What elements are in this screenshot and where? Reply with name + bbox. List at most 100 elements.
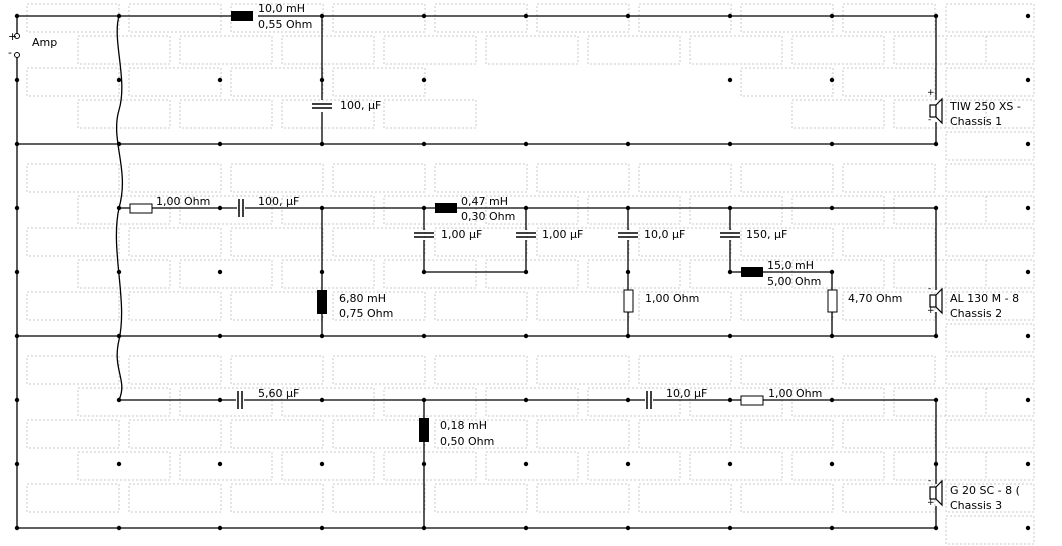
junction-dot (116, 397, 122, 403)
grid-cell (77, 195, 171, 225)
l3-value: 15,0 mH (767, 259, 814, 272)
junction-dot (116, 333, 122, 339)
c6-value: 150, µF (746, 228, 787, 241)
junction-dot (14, 141, 20, 147)
grid-cell (383, 387, 477, 417)
speaker-cone (935, 287, 943, 315)
grid-cell (638, 483, 732, 513)
grid-cell (128, 355, 222, 385)
grid-cell (26, 227, 120, 257)
junction-dot (1025, 525, 1031, 531)
grid-cell (26, 3, 120, 33)
speaker-3-top-sign: - (928, 476, 931, 486)
grid-cell (536, 291, 630, 321)
grid-cell (842, 67, 936, 97)
speaker-1-icon (929, 97, 943, 125)
grid-cell (945, 483, 1035, 513)
grid-cell (740, 67, 834, 97)
amp-terminals[interactable]: + - Amp (8, 30, 57, 59)
grid-cell (893, 259, 987, 289)
grid-cell (26, 163, 120, 193)
grid-cell (842, 483, 936, 513)
grid-cell (638, 291, 732, 321)
grid-cell (332, 163, 426, 193)
junction-dot (727, 525, 733, 531)
r3-value: 4,70 Ohm (848, 292, 902, 305)
junction-dot (625, 269, 631, 275)
junction-dot (933, 333, 939, 339)
grid-cell (893, 195, 987, 225)
grid-cell (281, 451, 375, 481)
c1-value: 100, µF (340, 99, 381, 112)
grid-cell (842, 227, 936, 257)
l2-resistance: 0,30 Ohm (461, 210, 515, 223)
junction-dot (727, 333, 733, 339)
grid-cell (689, 35, 783, 65)
junction-dot (829, 205, 835, 211)
junction-dot (421, 141, 427, 147)
junction-dot (217, 525, 223, 531)
c8-value: 10,0 µF (666, 387, 707, 400)
junction-dot (14, 13, 20, 19)
speaker-3-bottom-sign: + (927, 498, 935, 508)
junction-dot (829, 333, 835, 339)
grid-cell (434, 3, 528, 33)
junction-dot (933, 397, 939, 403)
r4-resistor (740, 395, 764, 406)
junction-dot (421, 13, 427, 19)
junction-dot (625, 205, 631, 211)
grid-cell (281, 99, 375, 129)
grid-cell (791, 99, 885, 129)
grid-cell (179, 259, 273, 289)
grid-cell (485, 259, 579, 289)
grid-cell (485, 451, 579, 481)
grid-cell (587, 451, 681, 481)
grid-cell (740, 163, 834, 193)
grid-cell (26, 483, 120, 513)
speaker-cone (935, 479, 943, 507)
speaker-1-model: TIW 250 XS - (949, 100, 1021, 113)
c7-capacitor (237, 391, 243, 409)
grid-cell (842, 419, 936, 449)
junction-dot (421, 205, 427, 211)
junction-dot (1025, 77, 1031, 83)
junction-dot (625, 141, 631, 147)
junction-dot (217, 77, 223, 83)
junction-dot (319, 269, 325, 275)
wire-gap (236, 392, 244, 408)
l4-resistance: 0,75 Ohm (339, 307, 393, 320)
junction-dot (217, 461, 223, 467)
c1-capacitor (312, 103, 332, 109)
grid-cell (945, 291, 1035, 321)
grid-cell (128, 291, 222, 321)
grid-cell (434, 355, 528, 385)
wire-gap (645, 392, 653, 408)
grid-cell (230, 227, 324, 257)
grid-cell (638, 419, 732, 449)
junction-dot (625, 333, 631, 339)
junction-dot (116, 525, 122, 531)
junction-dot (14, 269, 20, 275)
c4-capacitor (516, 232, 536, 238)
grid-cell (332, 291, 426, 321)
junction-dot (523, 525, 529, 531)
grid-cell (893, 35, 987, 65)
grid-cell (893, 99, 987, 129)
c6-capacitor (720, 232, 740, 238)
c7-value: 5,60 µF (258, 387, 299, 400)
grid-cell (945, 323, 1035, 353)
grid-cell (281, 195, 375, 225)
junction-dot (829, 13, 835, 19)
junction-dot (421, 333, 427, 339)
junction-dot (933, 461, 939, 467)
l4-value: 6,80 mH (339, 292, 386, 305)
junction-dot (829, 525, 835, 531)
junction-dot (829, 77, 835, 83)
junction-dot (1025, 333, 1031, 339)
grid-cell (536, 227, 630, 257)
grid-cell (791, 195, 885, 225)
grid-cell (128, 3, 222, 33)
junction-dot (217, 141, 223, 147)
grid-cell (332, 355, 426, 385)
amp-plus-terminal (14, 33, 20, 39)
